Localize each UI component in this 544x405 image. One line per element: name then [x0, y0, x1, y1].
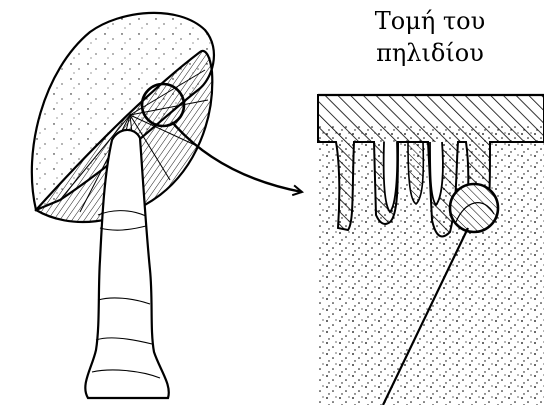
mushroom [32, 13, 214, 398]
section-caption-line-1: Τομή του [330, 6, 530, 36]
section-caption-line-2: πηλιδίου [330, 38, 530, 68]
section-view [318, 95, 544, 405]
